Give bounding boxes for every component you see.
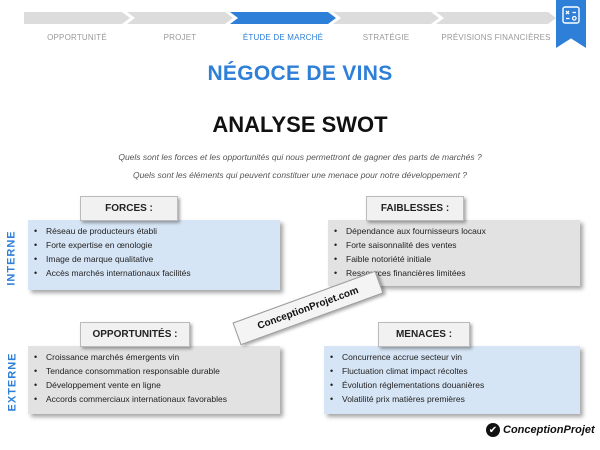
list-item: Volatilité prix matières premières <box>324 392 580 406</box>
menaces-list: Concurrence accrue secteur vin Fluctuati… <box>324 346 580 406</box>
step-label: OPPORTUNITÉ <box>47 33 107 42</box>
list-item: Réseau de producteurs établi <box>28 224 280 238</box>
faiblesses-header: FAIBLESSES : <box>366 196 464 221</box>
list-item: Accès marchés internationaux facilités <box>28 266 280 280</box>
list-item: Dépendance aux fournisseurs locaux <box>328 224 580 238</box>
step-opportunite[interactable]: OPPORTUNITÉ <box>24 12 130 46</box>
list-item: Faible notoriété initiale <box>328 252 580 266</box>
list-item: Développement vente en ligne <box>28 378 280 392</box>
side-label-interne-text: INTERNE <box>6 230 18 286</box>
step-label: PRÉVISIONS FINANCIÈRES <box>441 33 551 42</box>
step-bar <box>436 12 556 24</box>
forces-header: FORCES : <box>80 196 178 221</box>
brand-logo: ✔ ConceptionProjet <box>486 423 595 437</box>
step-bar <box>230 12 336 24</box>
swot-forces-box: Réseau de producteurs établi Forte exper… <box>28 220 280 290</box>
step-bar <box>127 12 233 24</box>
bookmark-tab[interactable] <box>556 0 586 48</box>
step-label: ÉTUDE DE MARCHÉ <box>242 33 324 42</box>
page-subtitle: ANALYSE SWOT <box>212 112 388 137</box>
swot-opportunites-box: Croissance marchés émergents vin Tendanc… <box>28 346 280 414</box>
step-bar <box>333 12 439 24</box>
opportunites-header: OPPORTUNITÉS : <box>80 322 190 347</box>
progress-steps: OPPORTUNITÉ PROJET ÉTUDE DE MARCHÉ STRAT… <box>24 12 556 46</box>
faiblesses-list: Dépendance aux fournisseurs locaux Forte… <box>328 220 580 280</box>
swot-menaces-box: Concurrence accrue secteur vin Fluctuati… <box>324 346 580 414</box>
list-item: Ressources financières limitées <box>328 266 580 280</box>
side-label-externe-text: EXTERNE <box>6 352 18 412</box>
logo-check-icon: ✔ <box>486 423 500 437</box>
list-item: Fluctuation climat impact récoltes <box>324 364 580 378</box>
step-etude-de-marche[interactable]: ÉTUDE DE MARCHÉ <box>230 12 336 46</box>
menaces-header: MENACES : <box>378 322 470 347</box>
list-item: Forte expertise en œnologie <box>28 238 280 252</box>
side-label-interne: INTERNE <box>0 218 24 298</box>
question-menaces: Quels sont les éléments qui peuvent cons… <box>132 170 468 180</box>
list-item: Tendance consommation responsable durabl… <box>28 364 280 378</box>
step-bar <box>24 12 130 24</box>
list-item: Croissance marchés émergents vin <box>28 350 280 364</box>
forces-list: Réseau de producteurs établi Forte exper… <box>28 220 280 280</box>
step-projet[interactable]: PROJET <box>127 12 233 46</box>
list-item: Image de marque qualitative <box>28 252 280 266</box>
list-item: Forte saisonnalité des ventes <box>328 238 580 252</box>
question-forces-opportunites: Quels sont les forces et les opportunité… <box>118 152 482 162</box>
step-label: STRATÉGIE <box>362 33 410 42</box>
side-label-externe: EXTERNE <box>0 342 24 422</box>
logo-text: ConceptionProjet <box>503 424 595 436</box>
list-item: Accords commerciaux internationaux favor… <box>28 392 280 406</box>
list-item: Évolution réglementations douanières <box>324 378 580 392</box>
step-label: PROJET <box>163 33 197 42</box>
page-title: NÉGOCE DE VINS <box>207 62 393 85</box>
step-strategie[interactable]: STRATÉGIE <box>333 12 439 46</box>
opportunites-list: Croissance marchés émergents vin Tendanc… <box>28 346 280 406</box>
step-previsions-financieres[interactable]: PRÉVISIONS FINANCIÈRES <box>436 12 556 46</box>
list-item: Concurrence accrue secteur vin <box>324 350 580 364</box>
chart-grid-icon <box>562 6 580 24</box>
